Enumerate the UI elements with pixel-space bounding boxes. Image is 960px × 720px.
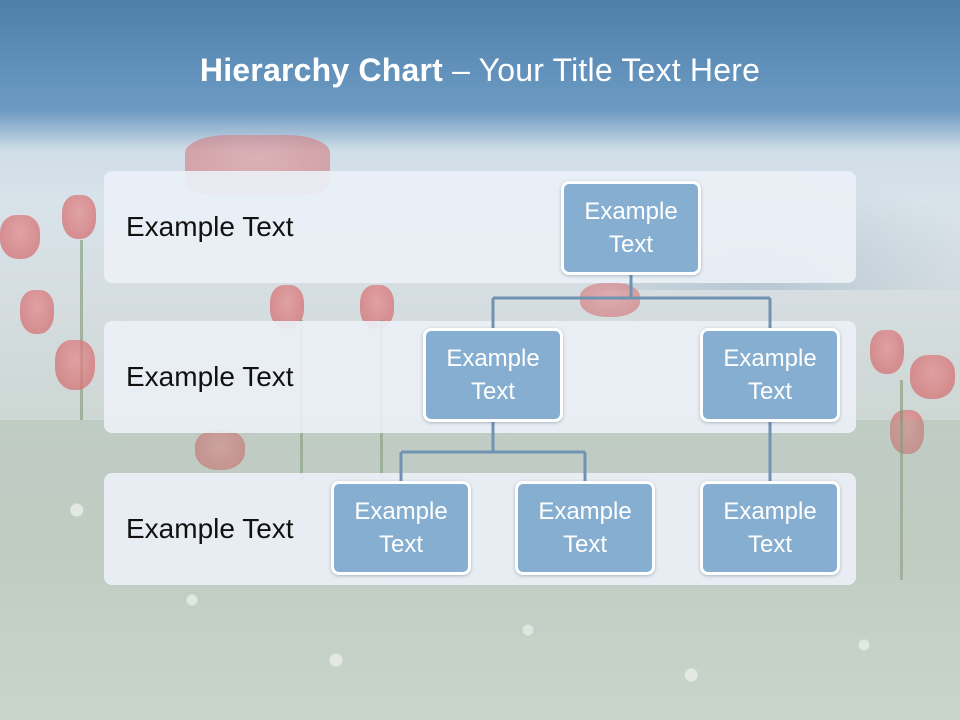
node-label: Example Text	[723, 345, 817, 405]
node-level3-right[interactable]: Example Text	[700, 481, 840, 575]
node-label: Example Text	[538, 498, 632, 558]
background-tulip	[0, 215, 40, 259]
background-tulip	[62, 195, 96, 239]
background-tulip	[55, 340, 95, 390]
background-tulip	[910, 355, 955, 399]
title-bold-part: Hierarchy Chart	[199, 52, 443, 88]
background-stem	[80, 240, 83, 420]
background-tulip	[20, 290, 54, 334]
node-level3-left[interactable]: Example Text	[331, 481, 471, 575]
node-root[interactable]: Example Text	[561, 181, 701, 275]
node-label: Example Text	[446, 345, 540, 405]
row-label: Example Text	[126, 361, 294, 392]
node-level2-left[interactable]: Example Text	[423, 328, 563, 422]
connector-root-to-level2	[491, 275, 772, 328]
node-label: Example Text	[723, 498, 817, 558]
row-label: Example Text	[126, 513, 294, 544]
title-rest-part: – Your Title Text Here	[443, 52, 761, 88]
row-band-1: Example Text	[104, 171, 856, 283]
node-level2-right[interactable]: Example Text	[700, 328, 840, 422]
node-level3-middle[interactable]: Example Text	[515, 481, 655, 575]
row-label: Example Text	[126, 211, 294, 242]
node-label: Example Text	[584, 198, 678, 258]
slide-title: Hierarchy Chart – Your Title Text Here	[0, 52, 960, 89]
background-tulip	[870, 330, 904, 374]
node-label: Example Text	[354, 498, 448, 558]
connector-left-to-level3	[399, 422, 587, 481]
